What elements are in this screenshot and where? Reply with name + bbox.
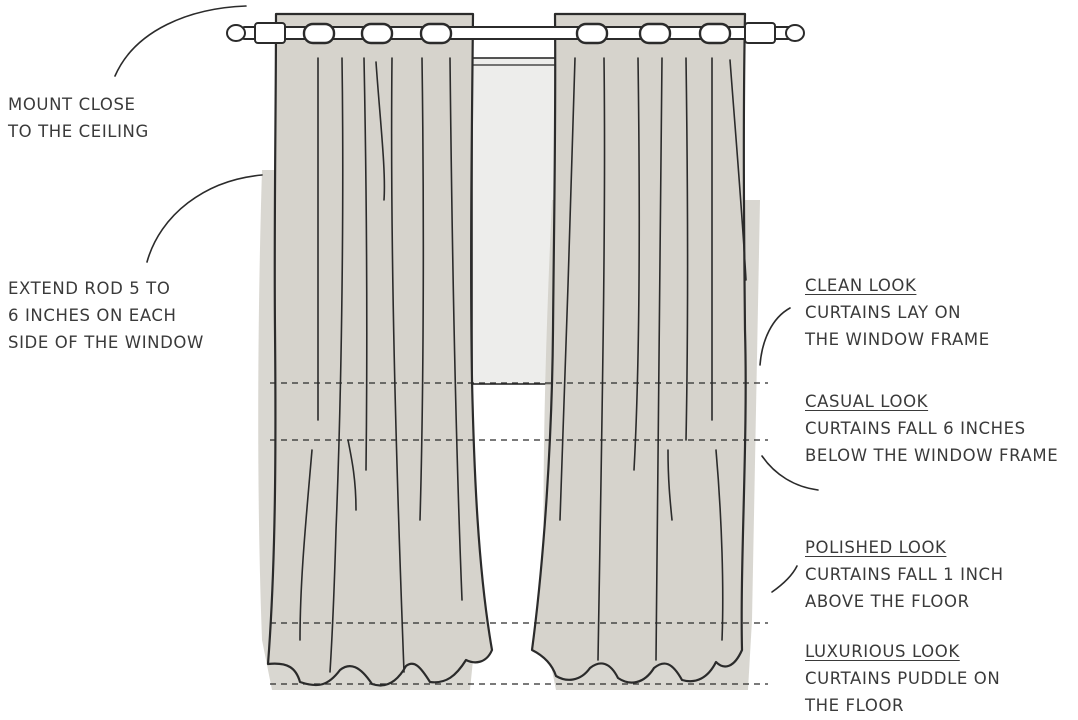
extend-line-3: SIDE OF THE WINDOW bbox=[8, 333, 204, 352]
rod-finial-icon bbox=[226, 24, 805, 42]
casual-leader bbox=[761, 455, 819, 491]
casual-look-line-2: BELOW THE WINDOW FRAME bbox=[805, 446, 1059, 465]
extend-line-2: 6 INCHES ON EACH bbox=[8, 306, 177, 325]
clean-look-label: CLEAN LOOK CURTAINS LAY ON THE WINDOW FR… bbox=[805, 272, 990, 353]
rod-bracket-left bbox=[254, 22, 286, 44]
polished-look-line-1: CURTAINS FALL 1 INCH bbox=[805, 565, 1004, 584]
window-pane bbox=[471, 57, 558, 385]
luxurious-look-label: LUXURIOUS LOOK CURTAINS PUDDLE ON THE FL… bbox=[805, 638, 1000, 719]
clean-look-line-2: THE WINDOW FRAME bbox=[805, 330, 990, 349]
leader-lines bbox=[114, 5, 819, 593]
mount-line-1: MOUNT CLOSE bbox=[8, 95, 136, 114]
casual-look-title: CASUAL LOOK bbox=[805, 392, 929, 411]
luxurious-look-line-2: THE FLOOR bbox=[805, 696, 905, 715]
casual-look-label: CASUAL LOOK CURTAINS FALL 6 INCHES BELOW… bbox=[805, 388, 1058, 469]
clean-look-line-1: CURTAINS LAY ON bbox=[805, 303, 962, 322]
left-curtain-panel bbox=[266, 12, 494, 687]
extend-rod-label: EXTEND ROD 5 TO 6 INCHES ON EACH SIDE OF… bbox=[8, 275, 204, 356]
clean-leader bbox=[759, 307, 791, 366]
polished-look-label: POLISHED LOOK CURTAINS FALL 1 INCH ABOVE… bbox=[805, 534, 1004, 615]
mount-leader bbox=[114, 5, 247, 77]
extend-leader bbox=[146, 174, 263, 263]
length-guide-lines bbox=[270, 382, 768, 685]
left-curtain-folds bbox=[299, 57, 463, 673]
casual-look-line-1: CURTAINS FALL 6 INCHES bbox=[805, 419, 1026, 438]
luxurious-look-line-1: CURTAINS PUDDLE ON bbox=[805, 669, 1001, 688]
grommet-ring-icon bbox=[302, 22, 732, 45]
mount-line-2: TO THE CEILING bbox=[8, 122, 149, 141]
extend-line-1: EXTEND ROD 5 TO bbox=[8, 279, 171, 298]
polished-look-line-2: ABOVE THE FLOOR bbox=[805, 592, 970, 611]
polished-look-title: POLISHED LOOK bbox=[805, 538, 947, 557]
clean-look-title: CLEAN LOOK bbox=[805, 276, 917, 295]
mount-close-label: MOUNT CLOSE TO THE CEILING bbox=[8, 91, 149, 145]
luxurious-look-title: LUXURIOUS LOOK bbox=[805, 642, 960, 661]
rod-bracket-right bbox=[744, 22, 776, 44]
polished-leader bbox=[771, 565, 798, 593]
